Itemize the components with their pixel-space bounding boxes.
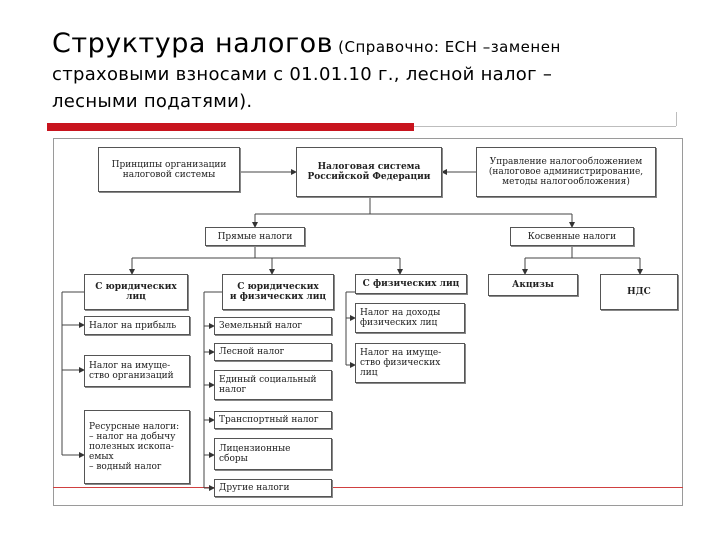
title-line-3: лесными податями).: [52, 91, 253, 112]
item-profit-tax: Налог на прибыль: [84, 316, 190, 335]
item-property-tax-persons: Налог на имуще- ство физических лиц: [355, 343, 465, 383]
item-other-taxes: Другие налоги: [214, 479, 332, 497]
item-forest-tax: Лесной налог: [214, 343, 332, 361]
box-tax-system: Налоговая система Российской Федерации: [296, 147, 442, 197]
item-property-tax-orgs: Налог на имуще- ство организаций: [84, 355, 190, 387]
slide-title: Структура налогов (Справочно: ЕСН –замен…: [52, 30, 692, 115]
diagram-frame: [53, 138, 683, 506]
box-tax-management: Управление налогообложением (налоговое а…: [476, 147, 656, 197]
title-line-2: страховыми взносами с 01.01.10 г., лесно…: [52, 64, 553, 85]
item-transport-tax: Транспортный налог: [214, 411, 332, 429]
box-indirect-taxes: Косвенные налоги: [510, 227, 634, 246]
box-physical-persons: С физических лиц: [355, 274, 467, 294]
box-vat: НДС: [600, 274, 678, 310]
title-tick: [676, 112, 677, 126]
item-land-tax: Земельный налог: [214, 317, 332, 335]
item-license-fees: Лицензионные сборы: [214, 438, 332, 470]
box-direct-taxes: Прямые налоги: [205, 227, 305, 246]
box-excise: Акцизы: [488, 274, 578, 296]
item-income-tax: Налог на доходы физических лиц: [355, 303, 465, 333]
box-principles: Принципы организации налоговой системы: [98, 147, 240, 192]
title-main: Структура налогов: [52, 28, 334, 59]
title-sub: (Справочно: ЕСН –заменен: [338, 38, 561, 56]
title-accent-bar: [47, 123, 414, 131]
box-legal-and-physical: С юридических и физических лиц: [222, 274, 334, 310]
item-social-tax: Единый социальный налог: [214, 370, 332, 400]
title-underline: [414, 126, 676, 127]
box-legal-entities: С юридических лиц: [84, 274, 188, 310]
frame-red-line: [53, 487, 683, 488]
item-resource-taxes: Ресурсные налоги: – налог на добычу поле…: [84, 410, 190, 484]
